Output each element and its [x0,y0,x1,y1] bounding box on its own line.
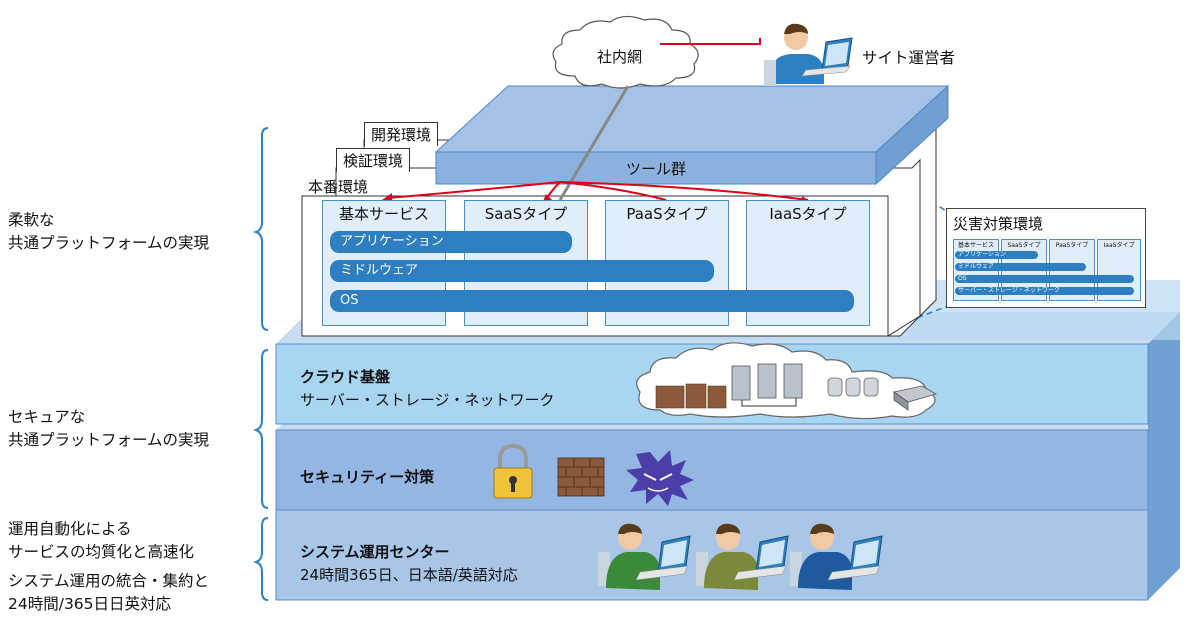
dr-column-title: PaaSタイプ [1055,242,1089,249]
label-ops1-line2: サービスの均質化と高速化 [8,543,195,561]
dr-column-title: SaaSタイプ [1007,242,1041,249]
operator-label: サイト運営者 [862,49,956,67]
firewall-icon [557,457,605,497]
column-title: IaaSタイプ [769,205,847,223]
verify-env-tab: 検証環境 [336,148,411,172]
disaster-recovery-panel: 災害対策環境 基本サービス SaaSタイプ PaaSタイプ IaaSタイプ アプ… [946,208,1146,308]
column-title: SaaSタイプ [484,205,568,223]
brace-flexible [252,127,269,331]
pill-application: アプリケーション [330,231,572,253]
column-title: 基本サービス [338,205,429,223]
tools-label: ツール群 [625,160,686,178]
dev-env-tab: 開発環境 [364,122,439,146]
dr-column-title: IaaSタイプ [1103,242,1135,249]
brace-secure [252,349,269,509]
operator-green-icon [598,523,691,590]
ops-center-subtitle: 24時間365日、日本語/英語対応 [300,566,518,584]
dr-pill-application: アプリケーション [955,251,1038,259]
intranet-label: 社内網 [597,48,643,66]
brace-operations [252,517,269,601]
cloud-base-subtitle: サーバー・ストレージ・ネットワーク [300,391,555,409]
dr-column-title: 基本サービス [957,242,994,249]
ops-center-title: システム運用センター [300,543,450,561]
operator-olive-icon [696,523,789,590]
operator-navy-icon [790,523,883,590]
label-ops2-line2: 24時間/365日日英対応 [8,595,172,613]
label-flexible-line2: 共通プラットフォームの実現 [8,234,210,252]
prod-env-label: 本番環境 [308,178,369,196]
security-title: セキュリティー対策 [300,468,435,486]
pill-os: OS [330,290,854,312]
label-ops2-line1: システム運用の統合・集約と [8,572,210,590]
lock-icon [493,443,533,499]
dr-title: 災害対策環境 [953,215,1044,233]
label-secure-line2: 共通プラットフォームの実現 [8,431,210,449]
label-flexible-line1: 柔軟な [8,211,55,229]
label-ops1-line1: 運用自動化による [8,520,132,538]
operator-icon [764,23,853,86]
pill-middleware: ミドルウェア [330,260,714,282]
dr-pill-middleware: ミドルウェア [955,263,1086,271]
dr-pill-infra: サーバー・ストレージ・ネットワーク [955,287,1134,295]
intranet-cloud-shape [552,15,699,89]
cloud-base-title: クラウド基盤 [300,368,391,386]
dr-pill-os: OS [955,275,1134,283]
label-secure-line1: セキュアな [8,408,86,426]
virus-icon [626,450,694,506]
column-title: PaaSタイプ [626,205,708,223]
